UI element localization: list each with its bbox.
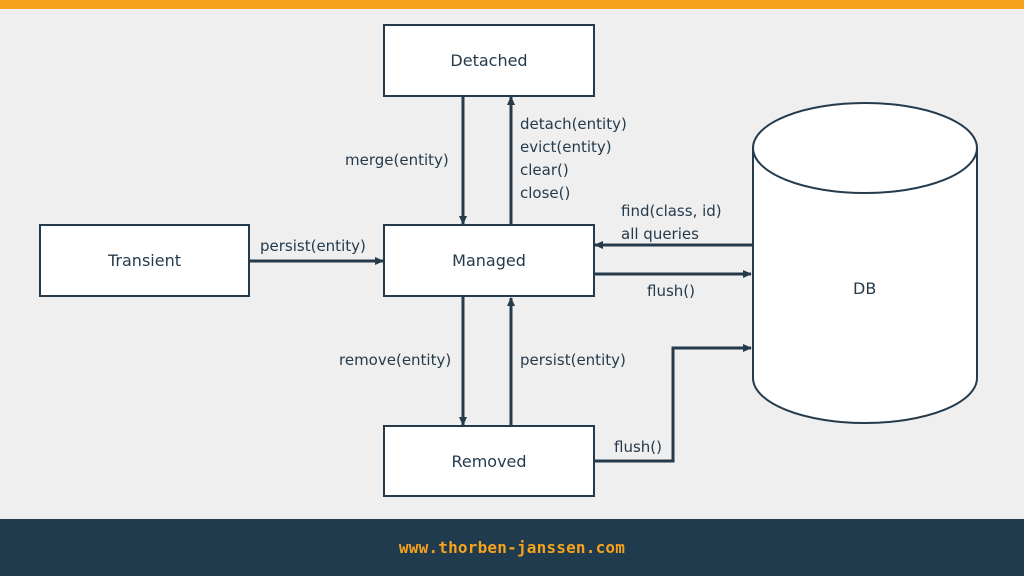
- detach-labels: detach(entity) evict(entity) clear() clo…: [520, 113, 627, 205]
- remove-label: remove(entity): [339, 351, 452, 369]
- entity-lifecycle-diagram: Detached Transient Managed Removed DB me…: [39, 24, 978, 497]
- close-label: close(): [520, 184, 571, 202]
- footer-bar: www.thorben-janssen.com: [0, 519, 1024, 576]
- find-label: find(class, id): [621, 202, 722, 220]
- database-cylinder: [752, 102, 978, 424]
- persist-transient-label: persist(entity): [260, 237, 366, 255]
- managed-state: Managed: [383, 224, 595, 297]
- detach-label: detach(entity): [520, 115, 627, 133]
- website-link[interactable]: www.thorben-janssen.com: [398, 538, 626, 557]
- find-labels: find(class, id) all queries: [621, 200, 722, 246]
- managed-state-label: Managed: [452, 251, 526, 270]
- removed-state-label: Removed: [451, 451, 527, 471]
- persist-removed-label: persist(entity): [520, 351, 626, 369]
- all-queries-label: all queries: [621, 225, 699, 243]
- top-accent-bar: [0, 0, 1024, 9]
- database-label: DB: [853, 279, 877, 298]
- merge-label: merge(entity): [345, 151, 449, 169]
- flush-removed-label: flush(): [614, 438, 662, 456]
- detached-state-label: Detached: [450, 51, 528, 70]
- diagram-connectors: [249, 96, 978, 463]
- detached-state: Detached: [383, 24, 595, 97]
- evict-label: evict(entity): [520, 138, 612, 156]
- flush-managed-label: flush(): [647, 282, 695, 300]
- clear-label: clear(): [520, 161, 569, 179]
- flush-removed-arrow: [595, 344, 752, 463]
- removed-state: Removed: [383, 425, 595, 497]
- transient-state: Transient: [39, 224, 250, 297]
- transient-state-label: Transient: [108, 251, 181, 270]
